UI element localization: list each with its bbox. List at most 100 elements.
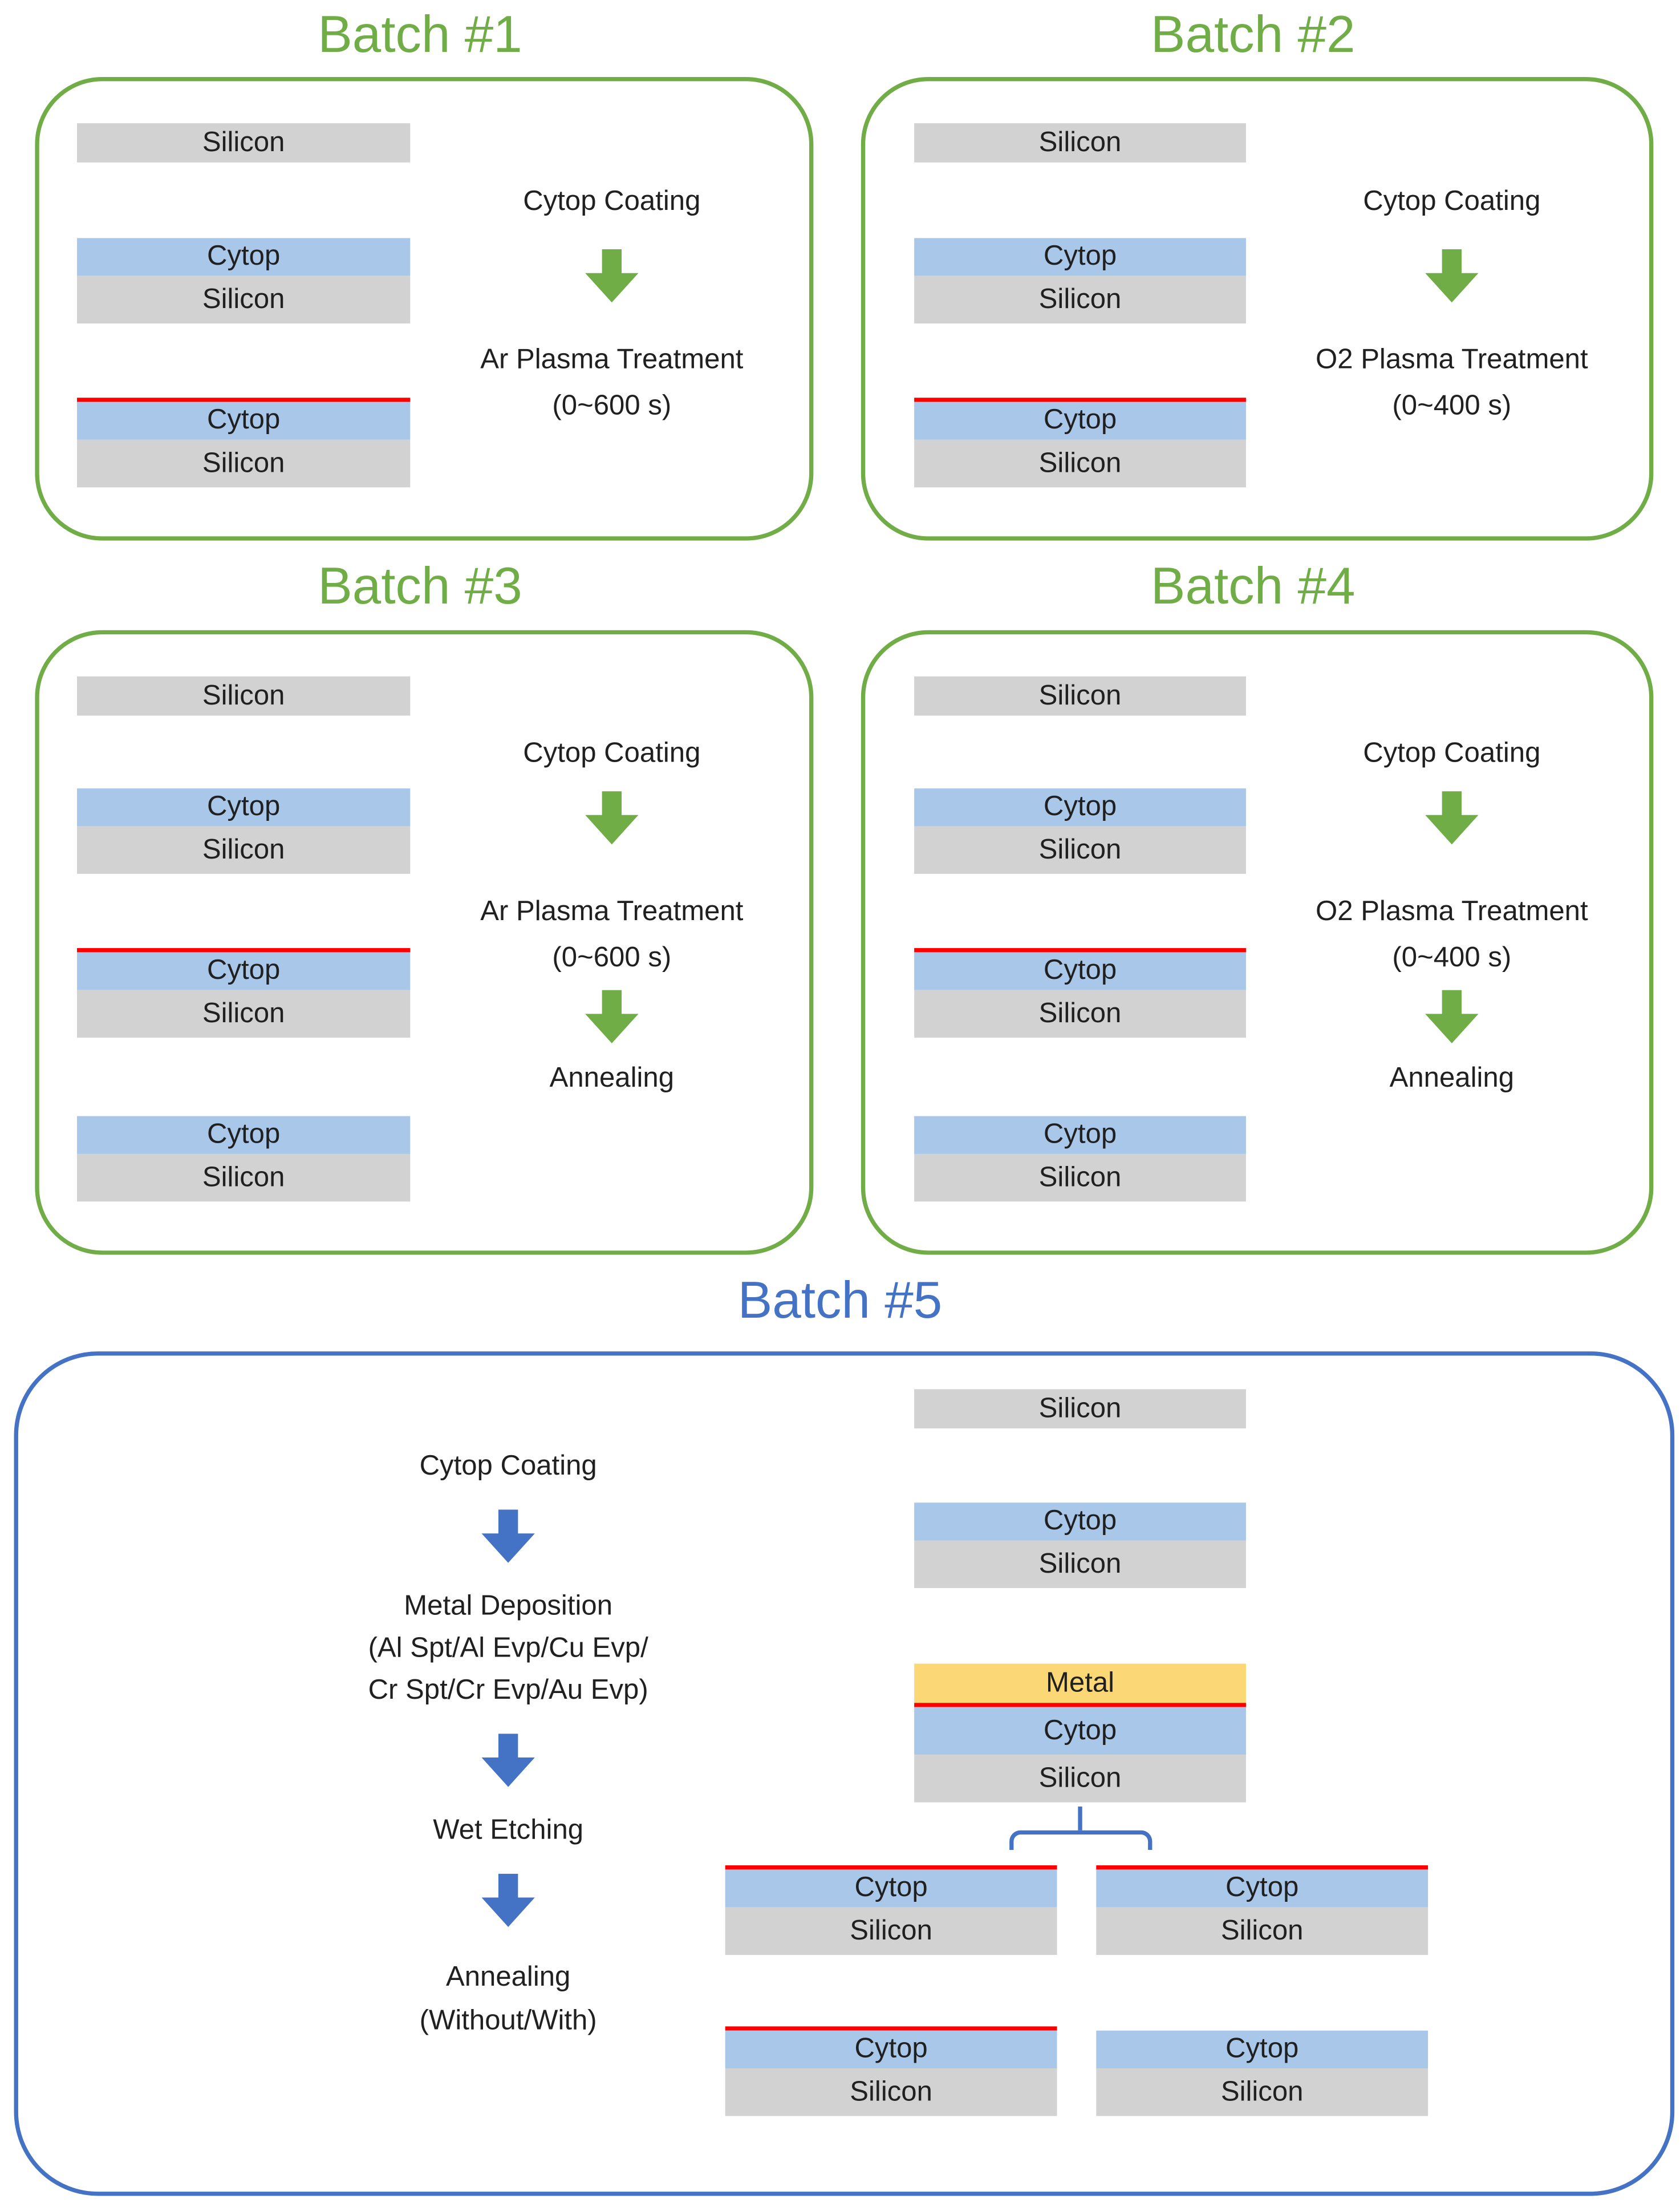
result-stack-plasma-treated: Cytop Silicon (1096, 1865, 1429, 1955)
step-text: Wet Etching (433, 1815, 584, 1846)
down-arrow-icon (585, 990, 639, 1043)
layer-label: Silicon (1038, 1762, 1122, 1793)
down-arrow-icon (585, 791, 639, 845)
plasma-treated-surface-line (914, 398, 1246, 402)
cytop-layer: Cytop (914, 238, 1246, 276)
step-subtext: (Without/With) (419, 2005, 597, 2036)
batch-4-title: Batch #4 (1150, 557, 1356, 615)
cytop-layer: Cytop (77, 402, 411, 440)
step-text: Annealing (1389, 1063, 1515, 1094)
step-text: Metal Deposition (404, 1590, 613, 1622)
layer-label: Cytop (207, 791, 281, 823)
layer-label: Cytop (1043, 404, 1117, 436)
cytop-layer: Cytop (77, 952, 411, 990)
plasma-treated-surface-line (725, 1865, 1057, 1870)
layer-label: Cytop (854, 2033, 928, 2064)
split-bracket-connector (1009, 1830, 1153, 1850)
batch-5-box (14, 1351, 1675, 2196)
result-stack-plasma-treated: Cytop Silicon (725, 2026, 1057, 2116)
wafer-stack-cytop-coated: Cytop Silicon (914, 1503, 1246, 1588)
silicon-layer: Silicon (914, 676, 1246, 716)
process-step-label: Cytop Coating (1363, 179, 1540, 224)
wafer-stack-cytop-coated: Cytop Silicon (914, 238, 1246, 324)
metal-layer: Metal (914, 1663, 1246, 1703)
wafer-stack-cytop-coated: Cytop Silicon (77, 238, 411, 324)
step-text: Annealing (445, 1962, 571, 1993)
step-subtext: (Al Spt/Al Evp/Cu Evp/ (368, 1633, 648, 1664)
wafer-stack-metal-deposited: Metal Cytop Silicon (914, 1663, 1246, 1803)
process-step-label: Wet Etching (433, 1808, 583, 1853)
batch-3-box (35, 630, 814, 1255)
silicon-layer: Silicon (914, 990, 1246, 1038)
down-arrow-icon (481, 1734, 535, 1787)
silicon-layer: Silicon (77, 1153, 411, 1202)
cytop-layer: Cytop (914, 402, 1246, 440)
layer-label: Cytop (207, 955, 281, 986)
layer-label: Silicon (202, 998, 285, 1029)
cytop-layer: Cytop (914, 952, 1246, 990)
layer-label: Silicon (202, 1161, 285, 1193)
cytop-layer: Cytop (77, 238, 411, 276)
layer-label: Silicon (202, 833, 285, 865)
wafer-stack-plasma-treated: Cytop Silicon (77, 398, 411, 488)
process-step-label: Cytop Coating (523, 179, 700, 224)
down-arrow-icon (1425, 990, 1479, 1043)
cytop-layer: Cytop (725, 1869, 1057, 1908)
layer-label: Silicon (1038, 284, 1122, 315)
silicon-layer: Silicon (725, 2068, 1057, 2116)
layer-label: Cytop (1043, 1119, 1117, 1150)
layer-label: Silicon (1220, 2076, 1304, 2107)
step-text: Cytop Coating (1363, 738, 1541, 769)
layer-label: Cytop (1225, 1872, 1299, 1904)
step-subtext: (0~600 s) (552, 390, 672, 422)
wafer-stack-annealed: Cytop Silicon (914, 1116, 1246, 1202)
cytop-layer: Cytop (1096, 1869, 1429, 1908)
layer-label: Cytop (854, 1872, 928, 1904)
batch-3-title: Batch #3 (318, 557, 522, 615)
layer-label: Metal (1046, 1667, 1115, 1698)
process-step-label: Annealing (Without/With) (420, 1957, 597, 2043)
silicon-layer: Silicon (77, 826, 411, 874)
plasma-treated-surface-line (77, 398, 411, 402)
result-stack-untreated: Cytop Silicon (1096, 2030, 1429, 2116)
layer-label: Silicon (1038, 1161, 1122, 1193)
step-text: O2 Plasma Treatment (1316, 896, 1588, 928)
plasma-treated-surface-line (725, 2026, 1057, 2031)
step-text: Ar Plasma Treatment (480, 896, 744, 928)
silicon-layer: Silicon (914, 1540, 1246, 1588)
process-step-label: Annealing (550, 1056, 674, 1101)
cytop-layer: Cytop (77, 1116, 411, 1154)
batch-5-title: Batch #5 (737, 1271, 943, 1329)
batch-1-box (35, 77, 814, 541)
down-arrow-icon (1425, 249, 1479, 303)
silicon-layer: Silicon (914, 276, 1246, 324)
layer-label: Cytop (1043, 241, 1117, 272)
step-text: Ar Plasma Treatment (480, 344, 744, 375)
process-step-label: Metal Deposition (Al Spt/Al Evp/Cu Evp/ … (368, 1585, 648, 1711)
layer-label: Silicon (202, 284, 285, 315)
layer-label: Cytop (207, 404, 281, 436)
layer-label: Silicon (1038, 998, 1122, 1029)
wafer-stack-bare-silicon: Silicon (77, 123, 411, 163)
layer-label: Cytop (1225, 2033, 1299, 2064)
step-text: Cytop Coating (1363, 186, 1541, 217)
layer-label: Silicon (1038, 1392, 1122, 1424)
process-step-label: O2 Plasma Treatment (0~400 s) (1316, 889, 1588, 982)
silicon-layer: Silicon (1096, 2068, 1429, 2116)
cytop-layer: Cytop (77, 788, 411, 827)
cytop-layer: Cytop (914, 788, 1246, 827)
batch-4-box (861, 630, 1654, 1255)
step-text: Annealing (549, 1063, 675, 1094)
step-text: Cytop Coating (523, 738, 701, 769)
wafer-stack-bare-silicon: Silicon (914, 1389, 1246, 1429)
step-text: O2 Plasma Treatment (1316, 344, 1588, 375)
process-step-label: Cytop Coating (1363, 731, 1540, 776)
layer-label: Silicon (1038, 127, 1122, 158)
step-subtext: (0~400 s) (1392, 390, 1512, 422)
branch-stem-line (1078, 1806, 1082, 1831)
batch-2-box (861, 77, 1654, 541)
wafer-stack-cytop-coated: Cytop Silicon (914, 788, 1246, 874)
wafer-stack-plasma-treated: Cytop Silicon (914, 398, 1246, 488)
